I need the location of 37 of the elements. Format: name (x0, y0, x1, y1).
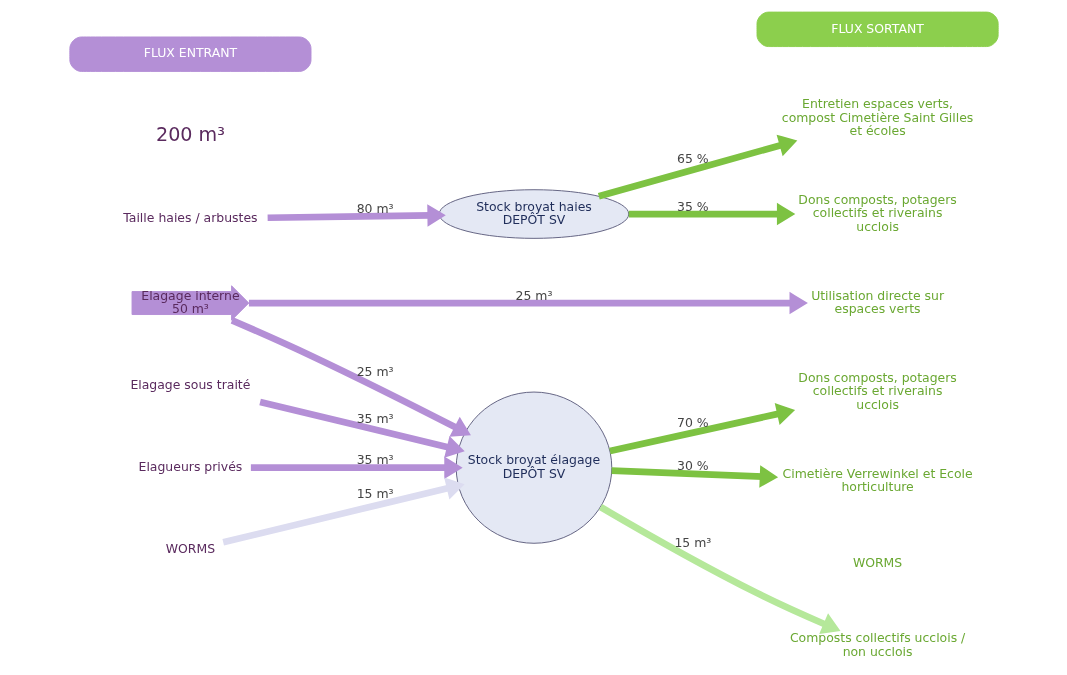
arrow (611, 465, 778, 488)
edge-label: 25 m³ (515, 287, 552, 303)
edge-label: 15 m³ (673, 534, 711, 550)
edge-label: 15 m³ (356, 485, 394, 501)
arrow (248, 291, 808, 315)
node-text: Dons composts, potagers collectifs et riverains ucclois (797, 369, 957, 412)
edge-label: 35 m³ (356, 411, 394, 427)
node-text: Entretien espaces verts, compost Cimetière Saint Gilles et écoles (781, 96, 973, 138)
arrow (221, 477, 465, 546)
edge-label: 35 m³ (356, 452, 394, 468)
arrow (628, 202, 795, 226)
arrow (250, 456, 463, 479)
node-text: Composts collectifs ucclois / non ucclois (789, 630, 965, 659)
edge-label: 35 % (676, 198, 709, 214)
node-box: FLUX ENTRANT (68, 36, 311, 72)
node-text: Cimetière Verrewinkel et Ecole horticulture (782, 465, 973, 495)
arrow (258, 398, 465, 458)
node-text: Elagueurs privés (138, 458, 242, 474)
node-text: Utilisation directe sur espaces verts (810, 287, 944, 316)
node-text: Dons composts, potagers collectifs et riverains ucclois (797, 191, 957, 234)
node-box: FLUX SORTANT (756, 11, 999, 48)
edge-label: 70 % (676, 414, 709, 430)
node-ellipse: Stock broyat haies DEPÔT SV (438, 189, 629, 239)
edge-label: 25 m³ (356, 364, 394, 380)
label: 200 m³ (155, 123, 225, 147)
arrow (230, 317, 471, 437)
arrow (598, 504, 841, 635)
edge-label: 80 m³ (356, 201, 394, 217)
arrow (608, 403, 795, 455)
node-text: Elagage sous traité (129, 376, 250, 392)
edge-label: 65 % (676, 150, 709, 166)
label: WORMS (852, 554, 902, 570)
edge-label: 30 % (676, 457, 709, 473)
arrow (597, 134, 797, 200)
node-text: WORMS (165, 541, 215, 557)
node-text: Taille haies / arbustes (122, 210, 258, 226)
node-circle: Stock broyat élagage DEPÔT SV (455, 391, 612, 544)
